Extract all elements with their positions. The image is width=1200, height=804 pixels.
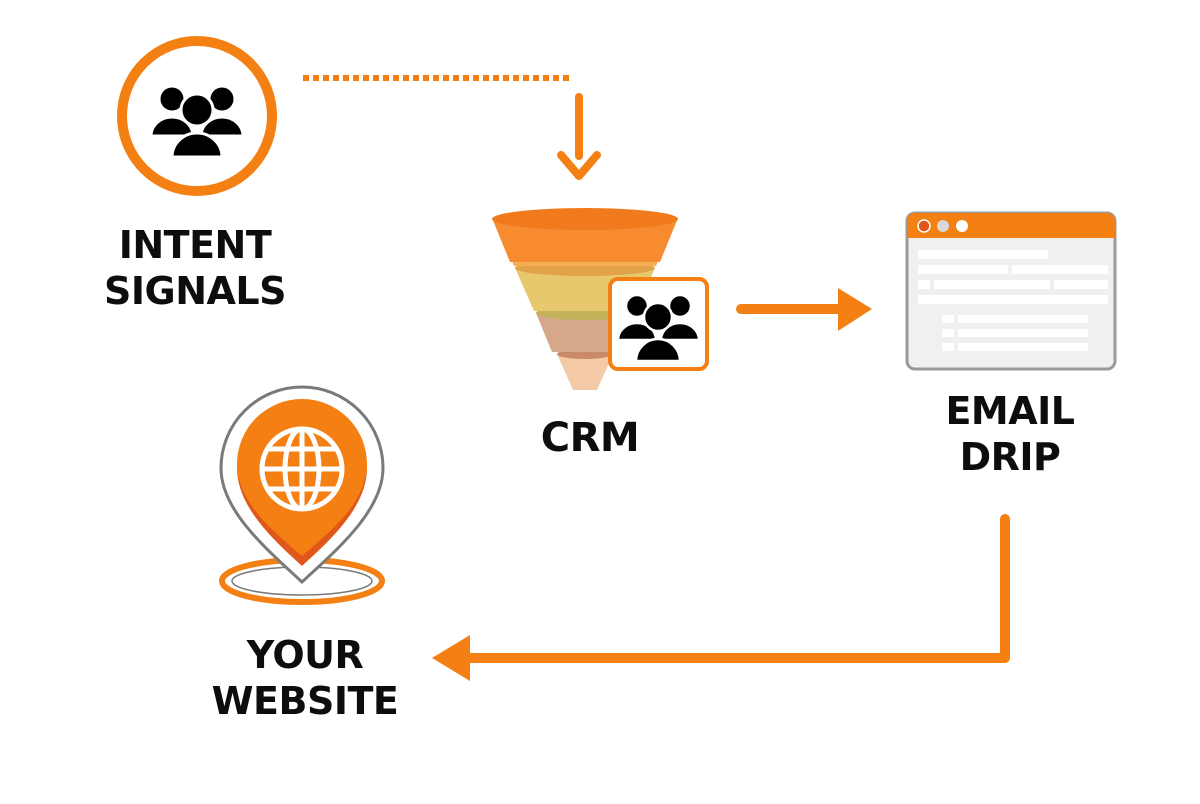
your-website-label: YOUR WEBSITE	[195, 632, 415, 725]
email-drip-label: EMAIL DRIP	[910, 388, 1110, 481]
crm-node	[492, 208, 709, 390]
intent-signals-label-line1: INTENT	[118, 223, 272, 267]
crm-label: CRM	[490, 414, 690, 463]
intent-signals-label-line2: SIGNALS	[104, 269, 287, 314]
your-website-label-line2: WEBSITE	[211, 679, 399, 724]
edge-crm-to-email	[736, 288, 872, 331]
browser-window-icon	[905, 211, 1117, 371]
intent-signals-node	[117, 36, 277, 196]
location-pin-globe-icon	[219, 385, 385, 605]
users-group-icon	[616, 293, 701, 363]
crm-label-text: CRM	[540, 415, 640, 461]
your-website-node	[219, 385, 385, 605]
users-group-icon	[149, 84, 245, 159]
email-drip-node	[905, 211, 1117, 371]
intent-signals-label: INTENT SIGNALS	[95, 222, 295, 315]
edge-email-to-website	[432, 514, 1010, 681]
globe-icon	[259, 426, 345, 512]
crm-users-badge	[608, 277, 709, 371]
edge-intent-to-crm	[303, 75, 601, 180]
email-drip-label-line1: EMAIL	[945, 389, 1075, 433]
email-drip-label-line2: DRIP	[959, 435, 1061, 480]
your-website-label-line1: YOUR	[246, 633, 364, 677]
funnel-icon	[492, 208, 678, 390]
